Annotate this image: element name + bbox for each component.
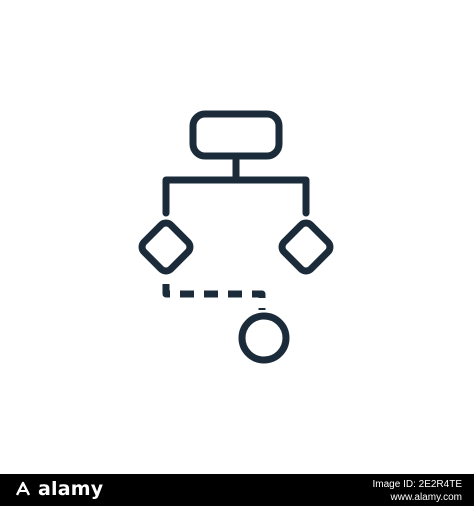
right-decision-diamond xyxy=(278,219,334,275)
site-url: www.alamy.com xyxy=(390,492,463,503)
alamy-mark-icon xyxy=(15,481,31,496)
terminal-circle xyxy=(238,312,290,364)
left-decision-diamond xyxy=(138,219,194,275)
alamy-logo: alamy xyxy=(14,478,103,500)
watermark-footer: alamy Image ID: 2E2R4TE www.alamy.com xyxy=(0,474,474,506)
top-process-box xyxy=(189,110,283,160)
brand-name: alamy xyxy=(38,478,104,500)
branch-connector xyxy=(162,176,310,217)
image-id-block: Image ID: 2E2R4TE www.alamy.com xyxy=(373,480,463,506)
image-id-label: Image ID: xyxy=(372,479,416,490)
image-id-value: 2E2R4TE xyxy=(418,479,462,490)
flowchart-icon xyxy=(138,110,334,364)
dashed-connector xyxy=(162,284,266,310)
